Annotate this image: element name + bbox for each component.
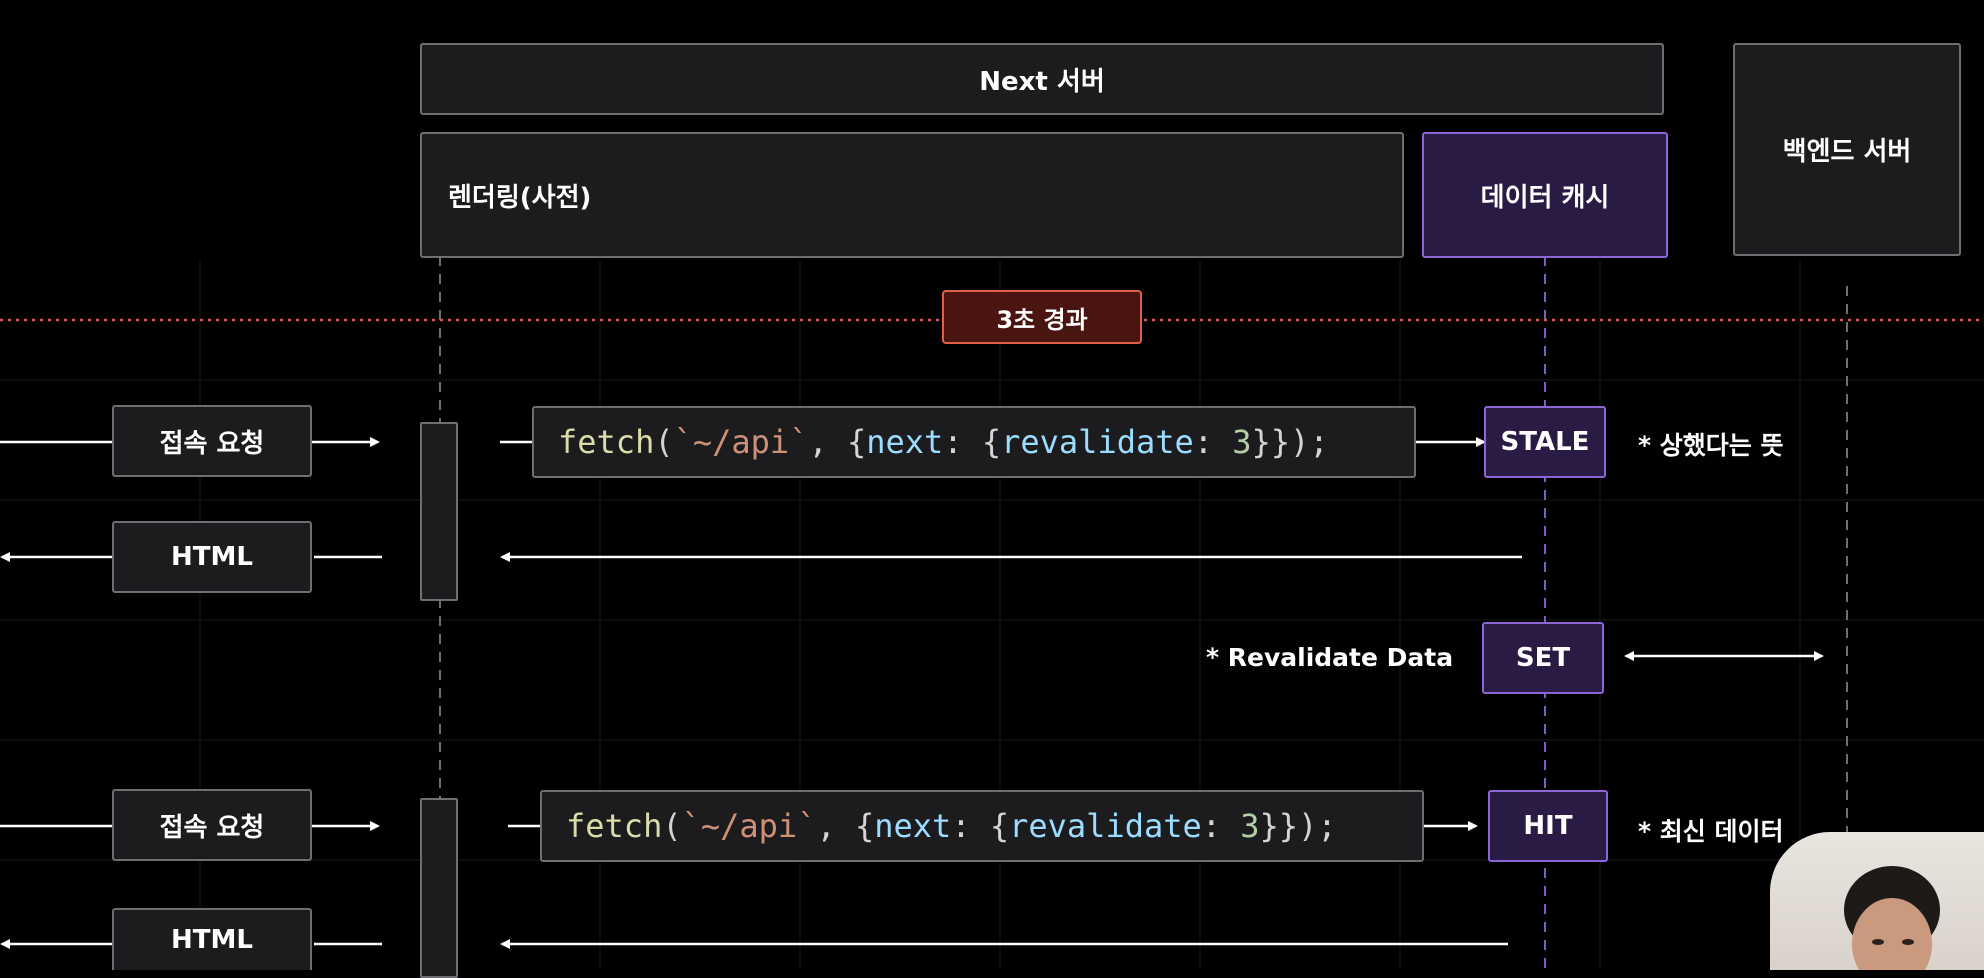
backend-server-label: 백엔드 서버 (1782, 137, 1912, 167)
stale-state-label: STALE (1500, 427, 1590, 457)
presenter-webcam-overlay (1770, 832, 1984, 970)
background-grid (0, 260, 1984, 970)
html-response-box-1: HTML (112, 521, 312, 593)
elapsed-time-label: 3초 경과 (996, 305, 1088, 334)
request-box-1: 접속 요청 (112, 405, 312, 477)
presenter-silhouette (1844, 866, 1940, 970)
rendering-lane-header: 렌더링(사전) (420, 132, 1404, 258)
next-server-label: Next 서버 (979, 66, 1105, 97)
request-label-1: 접속 요청 (159, 428, 265, 459)
stale-state-box: STALE (1484, 406, 1606, 478)
lifelines (439, 256, 1848, 970)
request-label-2: 접속 요청 (159, 812, 265, 843)
data-cache-lane-header: 데이터 캐시 (1422, 132, 1668, 258)
html-response-box-2: HTML (112, 908, 312, 970)
arrows (0, 437, 1824, 949)
render-activation-1 (420, 422, 458, 601)
request-box-2: 접속 요청 (112, 789, 312, 861)
fetch-code-box-2: fetch(`~/api`, {next: {revalidate: 3}}); (540, 790, 1424, 862)
set-state-box: SET (1482, 622, 1604, 694)
next-server-header: Next 서버 (420, 43, 1664, 115)
stale-note: * 상했다는 뜻 (1638, 431, 1784, 460)
set-state-label: SET (1515, 643, 1571, 673)
rendering-label: 렌더링(사전) (448, 182, 592, 213)
fetch-code-2: fetch(`~/api`, {next: {revalidate: 3}}); (566, 807, 1337, 845)
data-cache-label: 데이터 캐시 (1480, 182, 1610, 213)
backend-server-header: 백엔드 서버 (1733, 43, 1961, 256)
html-response-label-2: HTML (171, 925, 253, 955)
revalidate-note: * Revalidate Data (1206, 643, 1454, 672)
html-response-label-1: HTML (171, 542, 253, 572)
render-activation-2 (420, 798, 458, 978)
fetch-code-1: fetch(`~/api`, {next: {revalidate: 3}}); (558, 423, 1329, 461)
fetch-code-box-1: fetch(`~/api`, {next: {revalidate: 3}}); (532, 406, 1416, 478)
hit-state-box: HIT (1488, 790, 1608, 862)
hit-state-label: HIT (1523, 811, 1573, 841)
elapsed-time-badge: 3초 경과 (942, 290, 1142, 344)
hit-note: * 최신 데이터 (1638, 817, 1784, 846)
